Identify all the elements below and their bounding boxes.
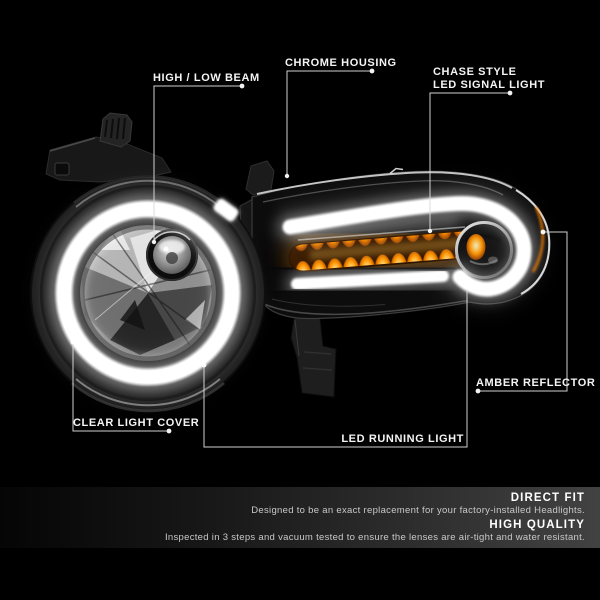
callout-lines: [70, 68, 568, 448]
label-chase-signal: CHASE STYLE LED SIGNAL LIGHT: [433, 66, 546, 92]
label-chase-signal-line2: LED SIGNAL LIGHT: [433, 79, 546, 91]
info-desc-direct-fit: Designed to be an exact replacement for …: [251, 505, 585, 516]
info-title-direct-fit: DIRECT FIT: [510, 492, 585, 504]
amber-reflector-strip: [531, 206, 545, 273]
callout-line-amber-reflector: [475, 229, 568, 394]
label-high-low-beam: HIGH / LOW BEAM: [153, 72, 260, 84]
wing-section: [239, 167, 551, 320]
label-clear-light-cover: CLEAR LIGHT COVER: [73, 417, 200, 429]
chrome-top-lip: [256, 171, 513, 195]
halo-ring: [41, 186, 255, 400]
info-desc-high-quality: Inspected in 3 steps and vacuum tested t…: [164, 532, 585, 543]
callout-line-chrome-housing: [284, 68, 375, 179]
mounting-bracket: [45, 112, 172, 183]
info-band: DIRECT FIT Designed to be an exact repla…: [0, 487, 600, 548]
amber-signal-glow: [466, 234, 486, 260]
lower-mounting-bracket: [290, 317, 337, 398]
callout-line-clear-light-cover: [70, 339, 172, 434]
label-led-running-light: LED RUNNING LIGHT: [341, 433, 464, 445]
amber-led-strip: [285, 223, 489, 278]
callout-line-high-low-beam: [151, 83, 245, 245]
upper-bracket-tab: [245, 160, 275, 196]
info-title-high-quality: HIGH QUALITY: [489, 519, 585, 531]
round-lamp: [30, 175, 266, 413]
callout-line-led-running-light: [201, 284, 470, 448]
label-amber-reflector: AMBER REFLECTOR: [476, 377, 596, 389]
label-chase-signal-line1: CHASE STYLE: [433, 66, 517, 78]
led-running-light-tubes: [271, 184, 543, 309]
label-chrome-housing: CHROME HOUSING: [285, 57, 397, 69]
callout-line-chase-signal: [427, 90, 513, 234]
